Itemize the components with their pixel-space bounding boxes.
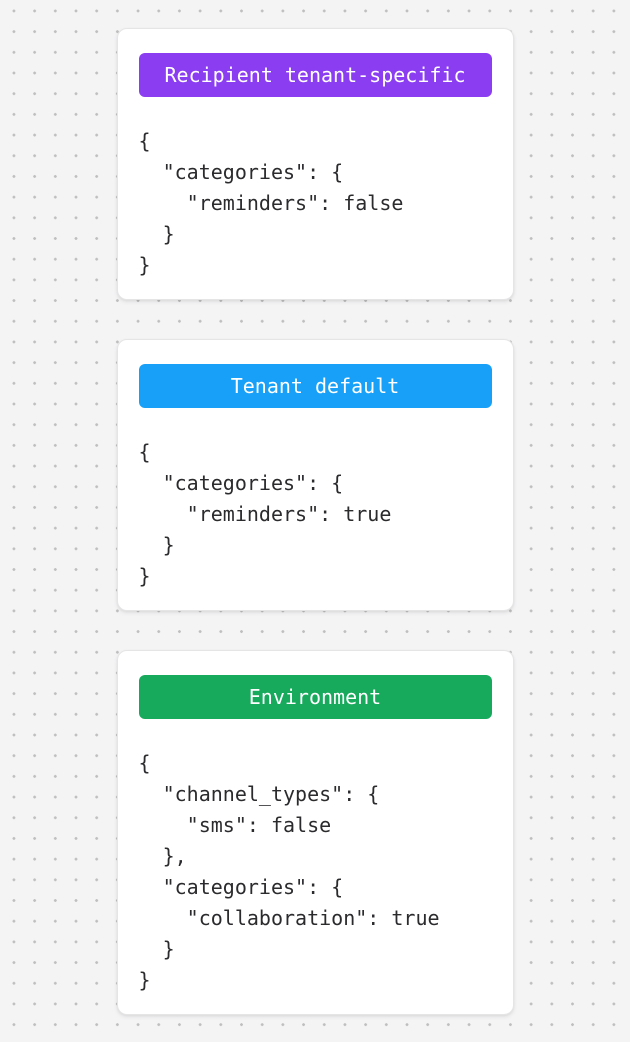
card-environment: Environment { "channel_types": { "sms": … — [116, 650, 514, 1015]
card-tenant-default: Tenant default { "categories": { "remind… — [116, 339, 514, 611]
badge-tenant-default: Tenant default — [138, 364, 492, 408]
json-code-tenant-default: { "categories": { "reminders": true } } — [138, 440, 392, 588]
card-recipient-tenant-specific: Recipient tenant-specific { "categories"… — [116, 28, 514, 300]
json-code-environment: { "channel_types": { "sms": false }, "ca… — [138, 751, 440, 992]
badge-environment: Environment — [138, 675, 492, 719]
badge-recipient-tenant-specific: Recipient tenant-specific — [138, 53, 492, 97]
json-code-recipient-tenant-specific: { "categories": { "reminders": false } } — [138, 129, 404, 277]
